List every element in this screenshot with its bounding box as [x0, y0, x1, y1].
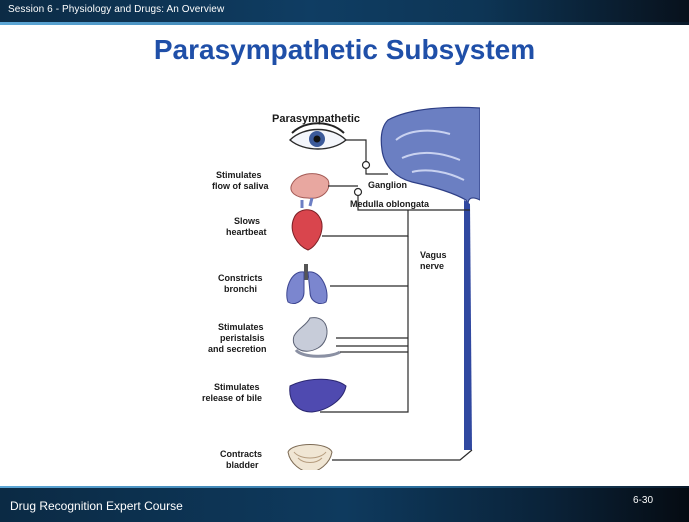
peristalsis-label-line1: Stimulates: [218, 322, 264, 332]
top-accent-stripe: [0, 22, 689, 25]
bronchi-label-line2: bronchi: [224, 284, 257, 294]
parasympathetic-diagram: Parasympathetic Stimulates flow of saliv…: [180, 100, 480, 470]
course-name: Drug Recognition Expert Course: [10, 499, 183, 513]
bladder-icon: [288, 445, 332, 471]
vagus-label-line1: Vagus: [420, 250, 447, 260]
page-number: 6-30: [633, 495, 653, 506]
peristalsis-label-line2: peristalsis: [220, 333, 265, 343]
medulla-label: Medulla oblongata: [350, 199, 430, 209]
vagus-label-line2: nerve: [420, 261, 444, 271]
heart-label-line1: Slows: [234, 216, 260, 226]
liver-icon: [290, 379, 346, 412]
lungs-icon: [287, 264, 327, 304]
diagram-heading: Parasympathetic: [272, 113, 360, 125]
peristalsis-label-line3: and secretion: [208, 344, 267, 354]
saliva-label-line2: flow of saliva: [212, 181, 270, 191]
bladder-label-line1: Contracts: [220, 449, 262, 459]
stomach-icon: [293, 318, 340, 357]
ganglion-node: [355, 189, 362, 196]
bottom-banner: Drug Recognition Expert Course 6-30: [0, 488, 689, 522]
eye-icon: [290, 123, 346, 149]
top-banner: Session 6 - Physiology and Drugs: An Ove…: [0, 0, 689, 22]
bladder-label-line2: bladder: [226, 460, 259, 470]
bile-label-line2: release of bile: [202, 393, 262, 403]
saliva-label-line1: Stimulates: [216, 170, 262, 180]
bile-label-line1: Stimulates: [214, 382, 260, 392]
heart-label-line2: heartbeat: [226, 227, 267, 237]
slide-title: Parasympathetic Subsystem: [0, 34, 689, 66]
session-title: Session 6 - Physiology and Drugs: An Ove…: [8, 4, 224, 15]
heart-icon: [292, 198, 322, 250]
spinal-cord: [464, 200, 472, 450]
salivary-gland-icon: [291, 174, 329, 199]
bronchi-label-line1: Constricts: [218, 273, 263, 283]
ganglion-label: Ganglion: [368, 180, 407, 190]
